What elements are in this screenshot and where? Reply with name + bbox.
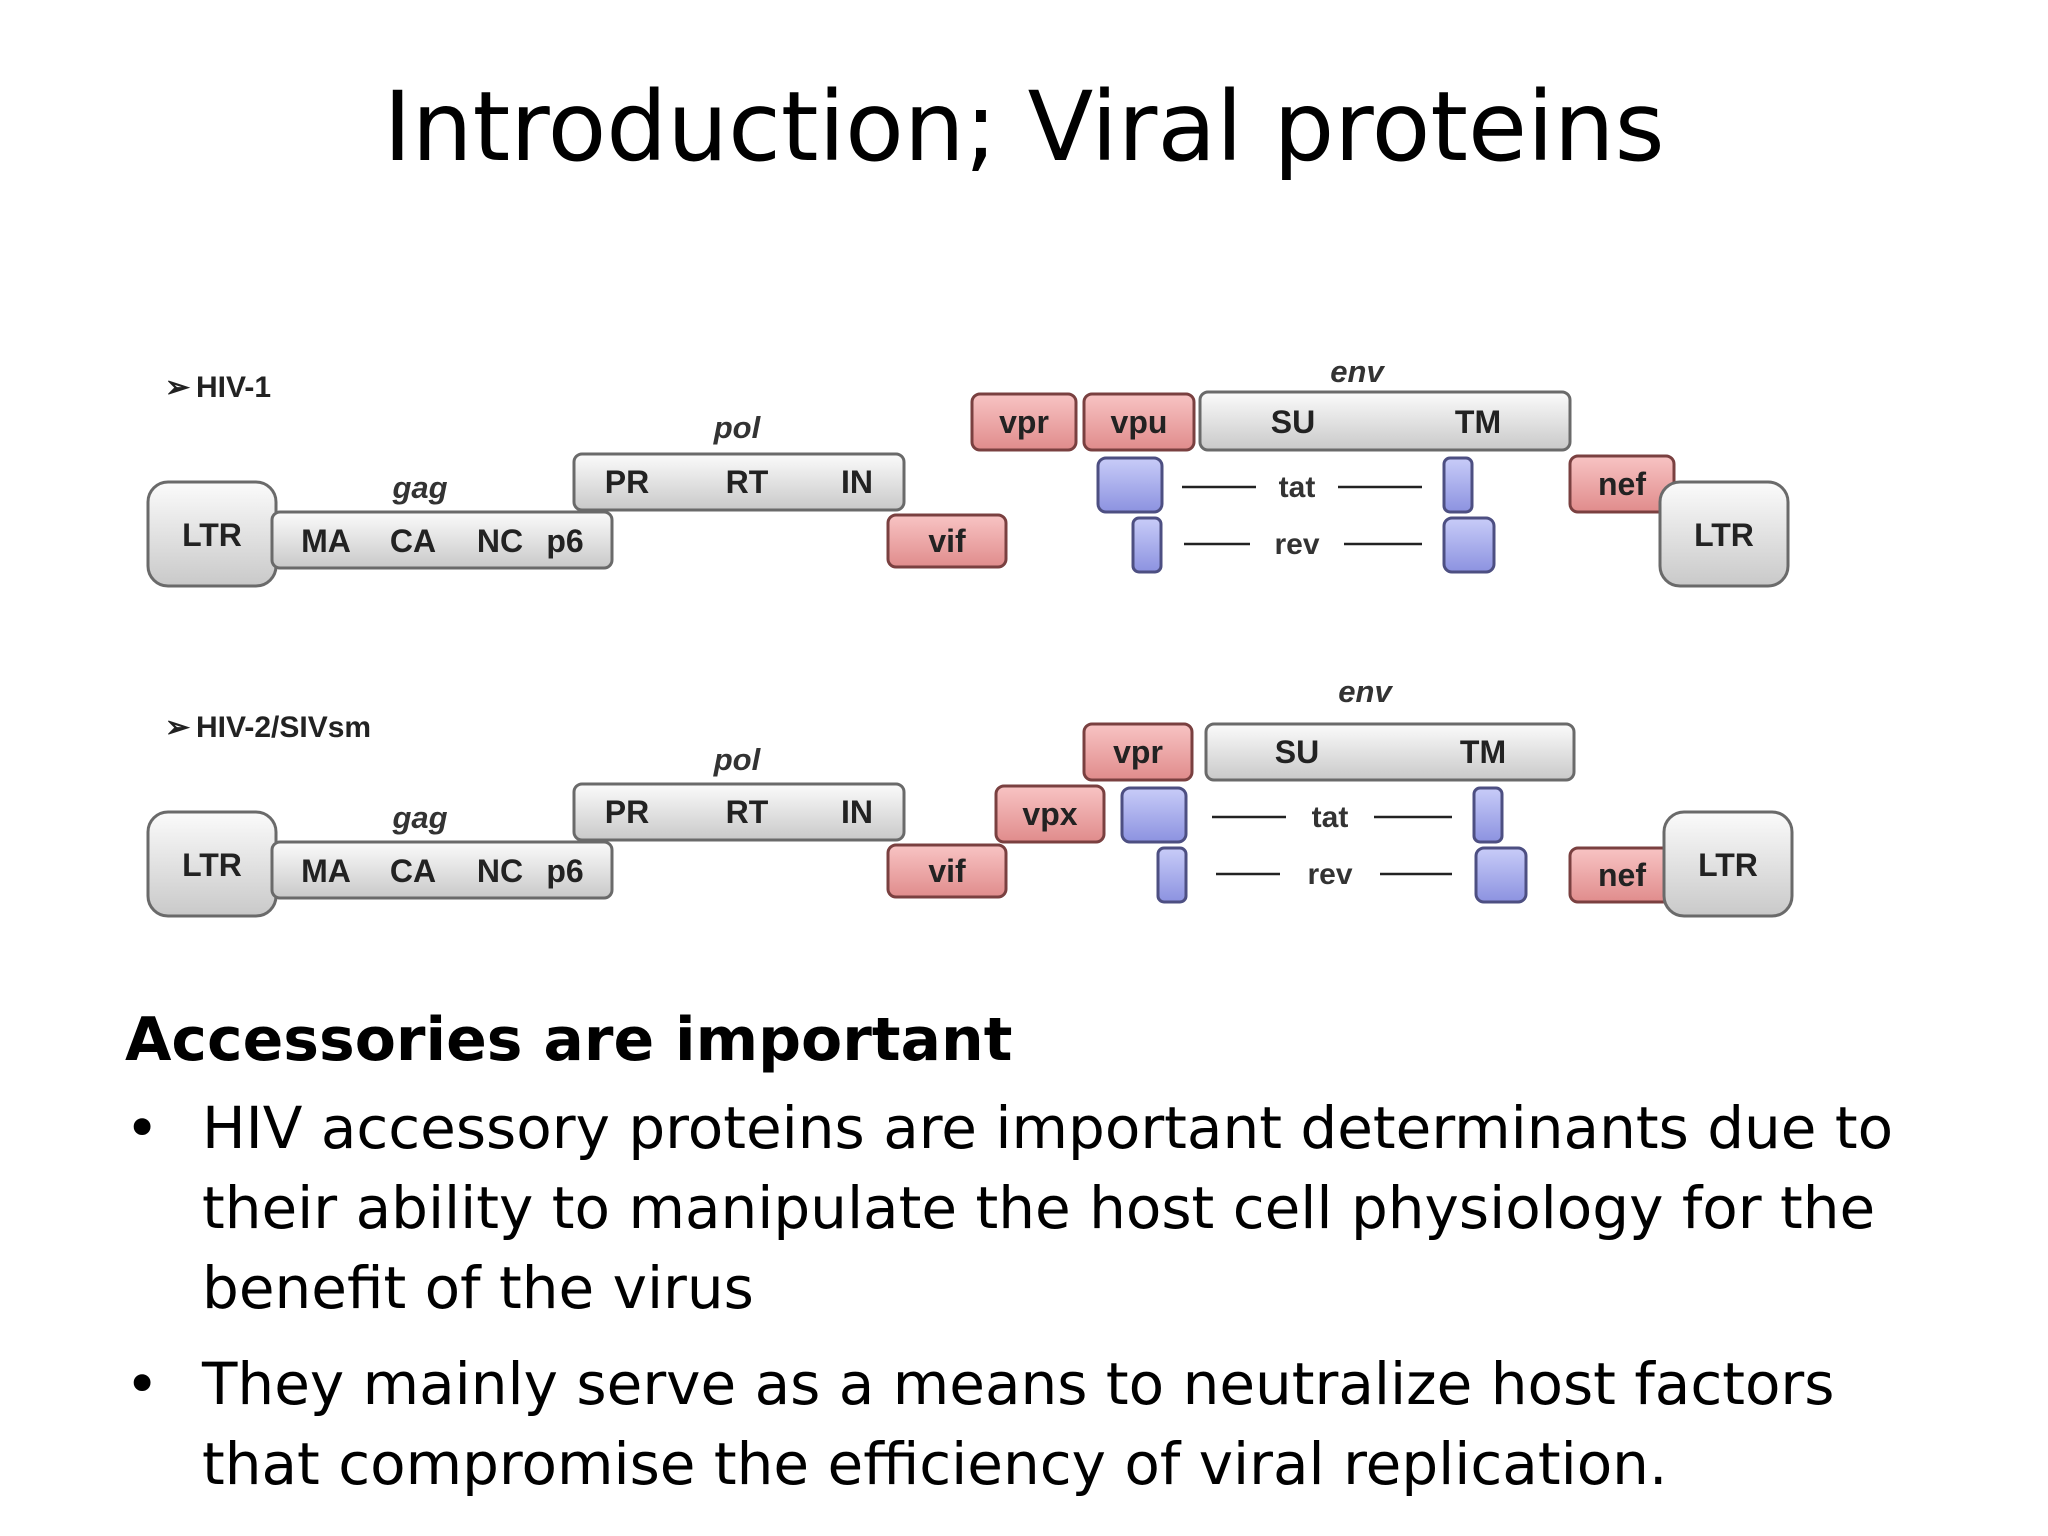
hiv1-env-label: env	[1330, 354, 1385, 389]
slide-body: Accessories are important • HIV accessor…	[125, 1000, 1945, 1520]
hiv1-pol-label: pol	[713, 410, 762, 445]
hiv1-ltr-right-box	[1658, 480, 1790, 588]
hiv2-vpx-box	[994, 784, 1106, 844]
hiv2-ltr-right-box	[1662, 810, 1794, 918]
hiv2-ltr-right-label: LTR	[1698, 847, 1758, 883]
hiv1-vpu-box	[1082, 392, 1196, 452]
hiv1-vpr-box	[970, 392, 1078, 452]
hiv1-vpr-label: vpr	[999, 404, 1049, 440]
hiv2-rev-exon1-box	[1156, 846, 1188, 904]
bullet-text: They mainly serve as a means to neutrali…	[202, 1350, 1835, 1498]
hiv2-tat-exon2-box	[1472, 786, 1504, 844]
hiv1-rev-label: rev	[1274, 528, 1319, 561]
hiv2-gag-box	[270, 840, 614, 900]
hiv2-in-label: IN	[841, 794, 873, 830]
hiv-genome-diagram: ➢ HIV-1 gag pol env LTR MA CA NC p6 PR R…	[146, 354, 1794, 918]
hiv2-tat-label: tat	[1312, 801, 1349, 834]
hiv1-pr-label: PR	[605, 464, 649, 500]
hiv2-p6-label: p6	[546, 853, 583, 889]
hiv1-p6-label: p6	[546, 523, 583, 559]
bullet-icon: •	[125, 1350, 160, 1418]
hiv2-gag-label: gag	[391, 800, 447, 835]
hiv2-vif-box	[886, 843, 1008, 899]
hiv2-rev-label: rev	[1307, 858, 1352, 891]
hiv1-in-label: IN	[841, 464, 873, 500]
hiv1-env-box	[1198, 390, 1572, 452]
hiv1-rev-exon2-box	[1442, 516, 1496, 574]
hiv2-ca-label: CA	[390, 853, 436, 889]
hiv1-vif-label: vif	[928, 523, 966, 559]
hiv2-ma-label: MA	[301, 853, 351, 889]
hiv1-su-label: SU	[1271, 404, 1315, 440]
hiv2-arrow-icon: ➢	[165, 711, 191, 744]
hiv1-ltr-left-label: LTR	[182, 517, 242, 553]
bullet-list: • HIV accessory proteins are important d…	[125, 1088, 1945, 1504]
hiv2-pol-label: pol	[713, 742, 762, 777]
hiv1-label: HIV-1	[196, 371, 271, 404]
bullet-text: HIV accessory proteins are important det…	[202, 1094, 1894, 1322]
hiv2-genome: ➢ HIV-2/SIVsm gag pol env LTR MA CA NC p…	[146, 674, 1794, 918]
bullet-item: • HIV accessory proteins are important d…	[125, 1088, 1945, 1328]
hiv2-pr-label: PR	[605, 794, 649, 830]
hiv2-pol-box	[572, 782, 906, 842]
hiv1-vif-box	[886, 513, 1008, 569]
section-heading: Accessories are important	[125, 1005, 1013, 1075]
hiv1-genome: ➢ HIV-1 gag pol env LTR MA CA NC p6 PR R…	[146, 354, 1790, 588]
hiv1-ma-label: MA	[301, 523, 351, 559]
hiv2-rev-exon2-box	[1474, 846, 1528, 904]
hiv1-tat-label: tat	[1279, 471, 1316, 504]
hiv2-ltr-left-label: LTR	[182, 847, 242, 883]
hiv1-ca-label: CA	[390, 523, 436, 559]
hiv2-vif-label: vif	[928, 853, 966, 889]
hiv1-tat-exon2-box	[1442, 456, 1474, 514]
slide-title: Introduction; Viral proteins	[383, 71, 1665, 183]
hiv2-nef-label: nef	[1598, 857, 1646, 893]
hiv1-rt-label: RT	[726, 464, 769, 500]
hiv2-label: HIV-2/SIVsm	[196, 711, 371, 744]
hiv1-nef-label: nef	[1598, 466, 1646, 502]
hiv2-vpx-label: vpx	[1022, 796, 1077, 832]
hiv1-gag-box	[270, 510, 614, 570]
hiv2-tat-exon1-box	[1120, 786, 1188, 844]
hiv2-rt-label: RT	[726, 794, 769, 830]
hiv2-nc-label: NC	[477, 853, 523, 889]
hiv2-vpr-box	[1082, 722, 1194, 782]
hiv1-pol-box	[572, 452, 906, 512]
hiv1-tat-exon1-box	[1096, 456, 1164, 514]
hiv2-vpr-label: vpr	[1113, 734, 1163, 770]
hiv2-su-label: SU	[1275, 734, 1319, 770]
hiv1-vpu-label: vpu	[1111, 404, 1168, 440]
hiv2-env-box	[1204, 722, 1576, 782]
hiv1-tm-label: TM	[1455, 404, 1501, 440]
hiv1-rev-exon1-box	[1131, 516, 1163, 574]
hiv2-tm-label: TM	[1460, 734, 1506, 770]
hiv1-gag-label: gag	[391, 470, 447, 505]
bullet-item: • They mainly serve as a means to neutra…	[125, 1344, 1945, 1504]
hiv1-arrow-icon: ➢	[165, 371, 191, 404]
hiv2-env-label: env	[1338, 674, 1393, 709]
hiv1-nc-label: NC	[477, 523, 523, 559]
bullet-icon: •	[125, 1094, 160, 1162]
hiv1-ltr-right-label: LTR	[1694, 517, 1754, 553]
